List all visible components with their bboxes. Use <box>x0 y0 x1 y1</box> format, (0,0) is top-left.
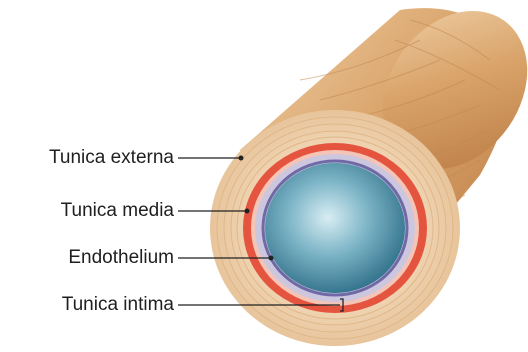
cross-section <box>210 110 460 346</box>
label-tunica-intima: Tunica intima <box>8 294 174 316</box>
label-tunica-externa: Tunica externa <box>8 147 174 169</box>
label-tunica-media: Tunica media <box>8 200 174 222</box>
dot-endothelium <box>269 256 274 261</box>
dot-tunica-externa <box>239 156 244 161</box>
lumen <box>265 163 405 293</box>
label-endothelium: Endothelium <box>8 247 174 269</box>
dot-tunica-media <box>245 209 250 214</box>
